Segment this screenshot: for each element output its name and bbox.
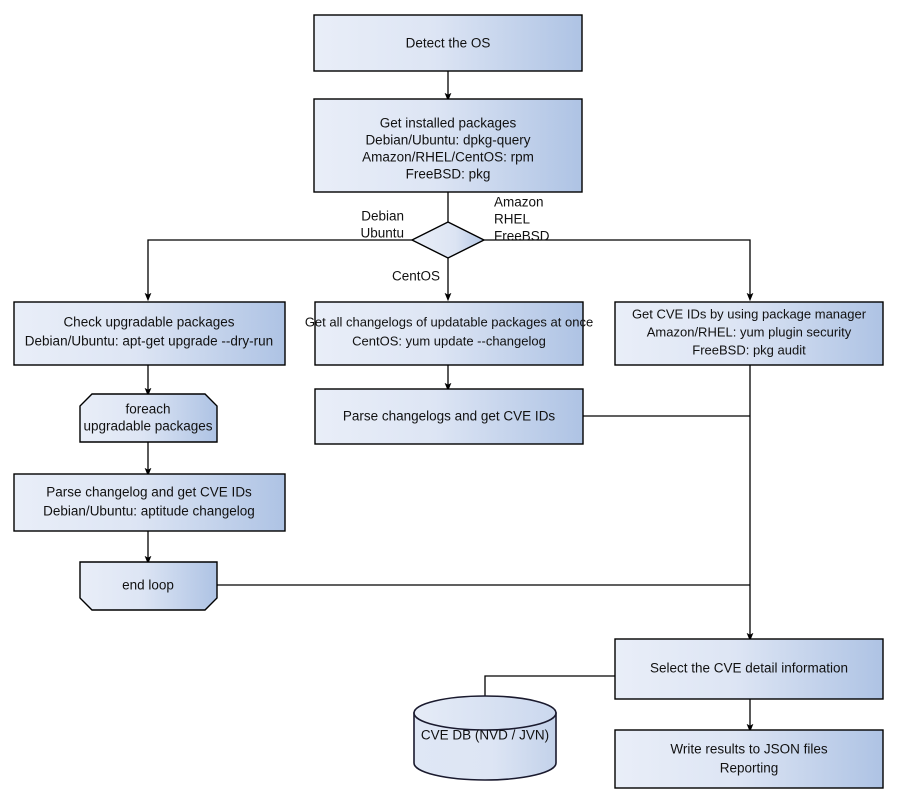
node-foreach-line1: foreach — [125, 402, 170, 417]
node-parse-changelog-debian[interactable]: Parse changelog and get CVE IDs Debian/U… — [13, 473, 286, 532]
node-select-cve-detail[interactable]: Select the CVE detail information — [614, 638, 884, 700]
edge-label-amazon-line3: FreeBSD — [494, 229, 550, 244]
node-get-cve-ids-line3: FreeBSD: pkg audit — [692, 342, 806, 357]
node-parse-changelog-debian-line2: Debian/Ubuntu: aptitude changelog — [43, 504, 255, 519]
node-get-installed-packages[interactable]: Get installed packages Debian/Ubuntu: dp… — [313, 98, 583, 193]
node-end-loop[interactable]: end loop — [79, 561, 218, 611]
node-get-all-changelogs[interactable]: Get all changelogs of updatable packages… — [305, 301, 593, 366]
edge-label-centos: CentOS — [392, 269, 440, 284]
edge-label-debian-line2: Ubuntu — [360, 226, 404, 241]
node-foreach-loop-start[interactable]: foreach upgradable packages — [79, 393, 218, 443]
edge-labels-layer: Debian Ubuntu Amazon RHEL FreeBSD CentOS — [360, 195, 549, 284]
node-get-cve-ids-package-manager[interactable]: Get CVE IDs by using package manager Ama… — [614, 301, 884, 366]
node-os-decision[interactable] — [410, 221, 486, 259]
edge-decision-to-check-upgradable — [144, 239, 412, 302]
edge-label-amazon-line1: Amazon — [494, 195, 544, 210]
node-write-results-line1: Write results to JSON files — [670, 742, 828, 757]
edge-decision-to-get-cve-ids — [484, 239, 754, 302]
node-parse-changelogs-centos[interactable]: Parse changelogs and get CVE IDs — [314, 388, 584, 445]
node-write-results-line2: Reporting — [720, 761, 779, 776]
node-write-results[interactable]: Write results to JSON files Reporting — [614, 729, 884, 789]
node-get-installed-packages-line4: FreeBSD: pkg — [406, 167, 491, 182]
edge-label-debian-line1: Debian — [361, 209, 404, 224]
node-get-installed-packages-line2: Debian/Ubuntu: dpkg-query — [365, 133, 530, 148]
node-detect-os[interactable]: Detect the OS — [313, 14, 583, 72]
node-parse-changelog-debian-line1: Parse changelog and get CVE IDs — [46, 485, 252, 500]
node-cve-database-label: CVE DB (NVD / JVN) — [421, 728, 549, 743]
node-get-all-changelogs-line1: Get all changelogs of updatable packages… — [305, 314, 593, 329]
node-get-installed-packages-line3: Amazon/RHEL/CentOS: rpm — [362, 150, 534, 165]
node-parse-changelogs-centos-label: Parse changelogs and get CVE IDs — [343, 409, 556, 424]
node-check-upgradable-packages[interactable]: Check upgradable packages Debian/Ubuntu:… — [13, 301, 286, 366]
node-get-installed-packages-line1: Get installed packages — [380, 116, 517, 131]
node-get-cve-ids-line2: Amazon/RHEL: yum plugin security — [647, 324, 852, 339]
node-get-cve-ids-line1: Get CVE IDs by using package manager — [632, 306, 867, 321]
node-cve-database[interactable]: CVE DB (NVD / JVN) — [413, 695, 557, 781]
edge-label-amazon-line2: RHEL — [494, 212, 531, 227]
node-check-upgradable-line1: Check upgradable packages — [63, 315, 234, 330]
node-foreach-line2: upgradable packages — [83, 419, 212, 434]
node-check-upgradable-line2: Debian/Ubuntu: apt-get upgrade --dry-run — [25, 334, 273, 349]
node-detect-os-label: Detect the OS — [406, 36, 491, 51]
node-get-all-changelogs-line2: CentOS: yum update --changelog — [352, 333, 546, 348]
node-select-cve-detail-label: Select the CVE detail information — [650, 661, 848, 676]
node-end-loop-label: end loop — [122, 578, 174, 593]
